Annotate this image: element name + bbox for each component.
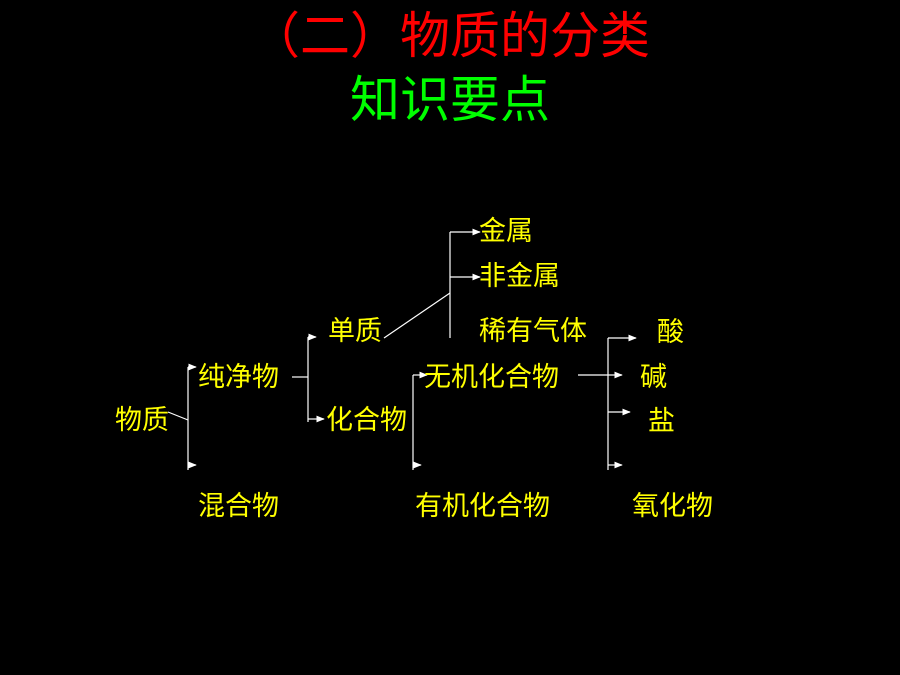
- node-metal: 金属: [479, 216, 533, 247]
- node-inorganic-compound: 无机化合物: [424, 362, 559, 393]
- node-root: 物质: [115, 405, 169, 436]
- node-salt: 盐: [648, 406, 675, 437]
- connector-element-stem: [383, 292, 451, 339]
- node-element: 单质: [328, 316, 382, 347]
- slide-subtitle: 知识要点: [350, 71, 550, 129]
- connector-root-stem: [167, 411, 189, 421]
- node-nonmetal: 非金属: [479, 261, 560, 292]
- node-base: 碱: [640, 362, 667, 393]
- slide-title: （二）物质的分类: [250, 7, 650, 65]
- node-oxide: 氧化物: [632, 491, 713, 522]
- node-noble-gas: 稀有气体: [479, 316, 587, 347]
- node-mixture: 混合物: [198, 491, 279, 522]
- node-compound: 化合物: [326, 405, 407, 436]
- node-acid: 酸: [657, 317, 684, 348]
- node-organic-compound: 有机化合物: [415, 491, 550, 522]
- node-pure-substance: 纯净物: [198, 362, 279, 393]
